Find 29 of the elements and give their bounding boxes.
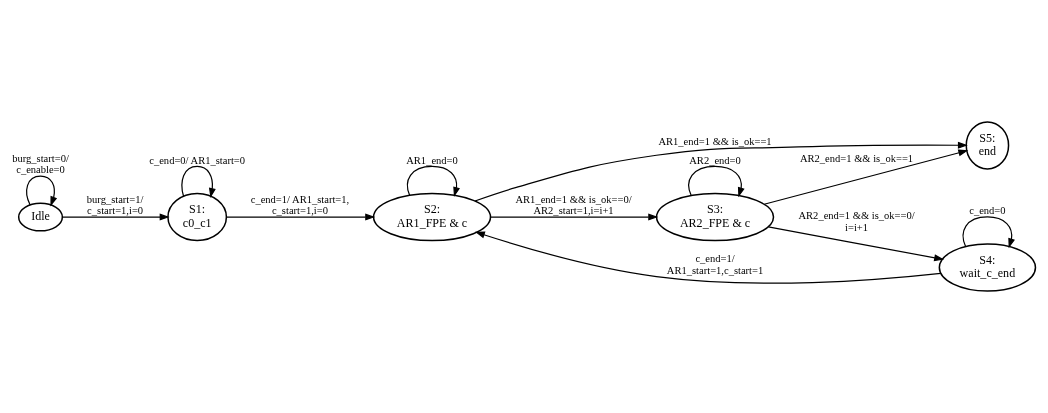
edge-label: AR2_end=0 [689, 154, 741, 166]
edge-label: c_end=0/ AR1_start=0 [149, 154, 246, 166]
arrow [962, 216, 1015, 249]
edge-label: AR1_end=1 && is_ok==0/ AR2_start=1,i=i+1 [515, 193, 632, 217]
node-ellipse: S1: c0_c1 [167, 192, 228, 242]
arrow [26, 175, 58, 207]
edge-label: burg_start=1/ c_start=1,i=0 [86, 193, 144, 217]
edge-label: AR1_end=0 [406, 154, 458, 166]
edge-label: c_end=1/ AR1_start=1, c_start=1,i=0 [250, 193, 350, 217]
edge-label: AR2_end=1 && is_ok==1 [799, 153, 914, 165]
node-ellipse: S4: wait_c_end [938, 243, 1037, 292]
arrow [763, 149, 969, 205]
arrow [490, 213, 659, 221]
arrow [181, 165, 216, 199]
arrow [688, 165, 745, 198]
arrow [767, 226, 945, 262]
arrow [474, 141, 968, 202]
edge-label: AR1_end=1 && is_ok==1 [658, 135, 772, 147]
arrow [474, 231, 942, 284]
arrow [61, 213, 170, 221]
edge-label: c_end=0 [969, 205, 1006, 217]
edge-label: burg_start=0/ c_enable=0 [12, 152, 69, 176]
arrow [225, 213, 376, 221]
node-ellipse: Idle [17, 202, 64, 232]
node-ellipse: S3: AR2_FPE & c [655, 192, 775, 242]
edge-label: c_end=1/ AR1_start=1,c_start=1 [666, 253, 764, 276]
node-ellipse: S5: end [965, 121, 1010, 170]
arrow [406, 165, 460, 197]
edge-label: AR2_end=1 && is_ok==0/ i=i+1 [798, 210, 915, 233]
